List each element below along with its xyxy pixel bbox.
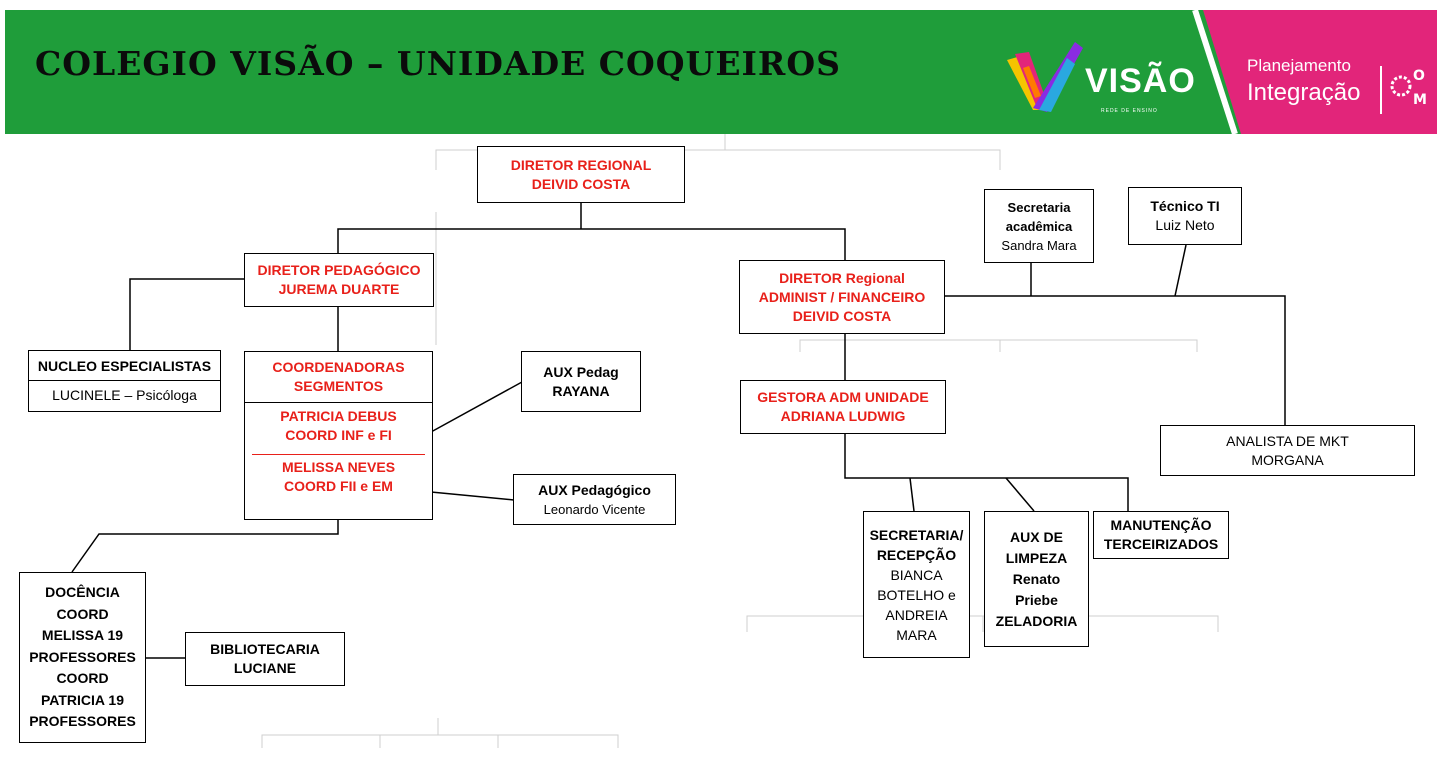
coord1-role: COORD INF e FI	[285, 427, 392, 443]
role-title-line2: RECEPÇÃO	[876, 546, 957, 563]
box-manutencao: MANUTENÇÃO TERCEIRIZADOS	[1093, 511, 1229, 559]
person-name-line: Renato	[1012, 570, 1061, 587]
person-name-line: BOTELHO e	[877, 586, 956, 603]
coord1-name: PATRICIA DEBUS	[280, 408, 397, 424]
box-diretor-adm: DIRETOR Regional ADMINIST / FINANCEIRO D…	[739, 260, 945, 334]
box-gestora: GESTORA ADM UNIDADE ADRIANA LUDWIG	[740, 380, 946, 434]
pink-brand-panel	[1192, 10, 1437, 134]
person-name: MORGANA	[1251, 451, 1324, 468]
person-name-line: ANDREIA	[885, 606, 948, 623]
om-logo-icon: O M	[1380, 66, 1427, 114]
person-name: Luiz Neto	[1155, 217, 1215, 233]
box-aux-pedagogico: AUX Pedagógico Leonardo Vicente	[513, 474, 676, 525]
docencia-line: PROFESSORES	[29, 648, 136, 665]
member-name: LUCINELE – Psicóloga	[52, 387, 197, 403]
person-name: JUREMA DUARTE	[278, 281, 400, 297]
brand-name: VISÃO	[1085, 62, 1196, 100]
org-lines	[71, 202, 1286, 659]
docencia-line: COORD	[56, 605, 109, 622]
faint-guides	[261, 134, 1219, 748]
box-analista-mkt: ANALISTA DE MKT MORGANA	[1160, 425, 1415, 476]
header-banner: COLEGIO VISÃO – UNIDADE COQUEIROS VISÃO …	[5, 10, 1437, 134]
brand-subtitle: REDE DE ENSINO	[1101, 108, 1158, 114]
role-title: AUX Pedagógico	[538, 481, 651, 498]
svg-text:O: O	[1413, 68, 1425, 84]
box-secretaria-academica: Secretaria acadêmica Sandra Mara	[984, 189, 1094, 263]
coord2-name: MELISSA NEVES	[252, 454, 425, 477]
person-name: RAYANA	[552, 382, 610, 399]
group-title-line2: SEGMENTOS	[245, 377, 432, 403]
role-title: Técnico TI	[1150, 198, 1220, 214]
person-name: LUCIANE	[233, 660, 297, 676]
group-title: NUCLEO ESPECIALISTAS	[29, 351, 220, 381]
person-name-line: BIANCA	[890, 566, 943, 583]
visao-logo-icon	[1007, 42, 1083, 112]
person-name: DEIVID COSTA	[531, 175, 631, 192]
role-title-line1: SECRETARIA/	[869, 526, 964, 543]
role-title-line1: DIRETOR Regional	[779, 269, 905, 286]
role-title-line3: ZELADORIA	[995, 612, 1078, 629]
role-title-line1: Secretaria	[1007, 199, 1071, 215]
person-name: ADRIANA LUDWIG	[780, 408, 906, 424]
role-title-line2: ADMINIST / FINANCEIRO	[758, 288, 926, 305]
person-name-line: Priebe	[1015, 591, 1058, 608]
box-aux-pedag: AUX Pedag RAYANA	[521, 351, 641, 412]
docencia-line: MELISSA 19	[41, 627, 124, 644]
role-title: DIRETOR PEDAGÓGICO	[257, 262, 421, 278]
box-bibliotecaria: BIBLIOTECARIA LUCIANE	[185, 632, 345, 686]
page-title: COLEGIO VISÃO – UNIDADE COQUEIROS	[35, 44, 841, 83]
role-title: MANUTENÇÃO	[1110, 517, 1212, 533]
box-secretaria-recepcao: SECRETARIA/ RECEPÇÃO BIANCA BOTELHO e AN…	[863, 511, 970, 658]
role-subtitle: TERCEIRIZADOS	[1103, 536, 1219, 552]
svg-text:M: M	[1413, 92, 1427, 108]
role-title-line2: LIMPEZA	[1005, 549, 1068, 566]
role-title: ANALISTA DE MKT	[1226, 432, 1349, 449]
box-aux-limpeza: AUX DE LIMPEZA Renato Priebe ZELADORIA	[984, 511, 1089, 647]
box-diretor-regional: DIRETOR REGIONAL DEIVID COSTA	[477, 146, 685, 203]
role-title: GESTORA ADM UNIDADE	[757, 389, 929, 405]
docencia-line: PROFESSORES	[29, 713, 136, 730]
docencia-line: COORD	[56, 670, 109, 687]
box-diretor-pedagogico: DIRETOR PEDAGÓGICO JUREMA DUARTE	[244, 253, 434, 307]
group-title-line1: COORDENADORAS	[272, 359, 405, 375]
role-title: DIRETOR REGIONAL	[510, 156, 652, 173]
person-name: DEIVID COSTA	[792, 307, 892, 324]
role-title-line1: AUX DE	[1010, 528, 1063, 545]
box-nucleo-especialistas: NUCLEO ESPECIALISTAS LUCINELE – Psicólog…	[28, 350, 221, 412]
box-tecnico-ti: Técnico TI Luiz Neto	[1128, 187, 1242, 245]
docencia-line: PATRICIA 19	[41, 691, 124, 708]
role-title: BIBLIOTECARIA	[210, 641, 320, 657]
integration-label: Integração	[1247, 79, 1361, 106]
coord2-role: COORD FII e EM	[284, 478, 393, 494]
role-title: AUX Pedag	[543, 363, 619, 380]
role-title-line2: acadêmica	[1005, 218, 1073, 234]
person-name: Leonardo Vicente	[543, 501, 646, 517]
person-name-line: MARA	[896, 626, 937, 643]
planning-label: Planejamento	[1247, 56, 1351, 75]
box-docencia: DOCÊNCIA COORD MELISSA 19 PROFESSORES CO…	[19, 572, 146, 743]
person-name: Sandra Mara	[1001, 237, 1077, 253]
docencia-line: DOCÊNCIA	[45, 584, 120, 601]
box-coordenadoras: COORDENADORAS SEGMENTOS PATRICIA DEBUS C…	[244, 351, 433, 520]
